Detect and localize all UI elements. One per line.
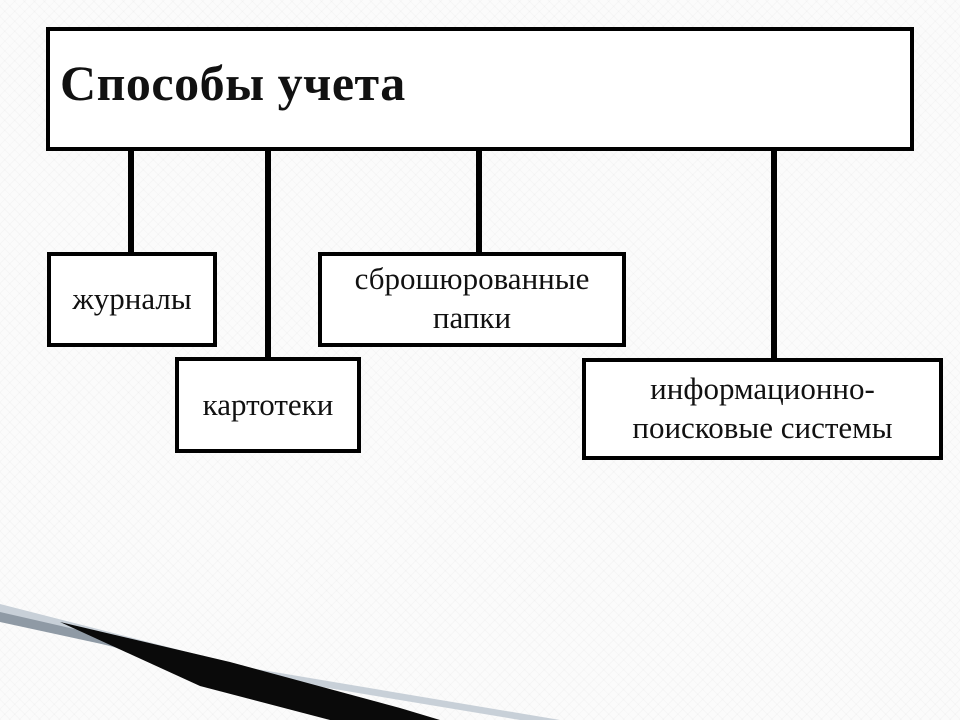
- node-journals: журналы: [47, 252, 217, 347]
- decorative-wedge-dark: [60, 622, 440, 720]
- node-cards-label: картотеки: [202, 386, 334, 422]
- node-cards: картотеки: [175, 357, 361, 453]
- node-folders: сброшюрованные папки: [318, 252, 626, 347]
- title-box: Способы учета: [46, 27, 914, 151]
- node-systems-label: информационно-поисковые системы: [632, 371, 893, 445]
- node-journals-label: журналы: [72, 281, 192, 317]
- node-systems: информационно-поисковые системы: [582, 358, 943, 460]
- node-folders-label: сброшюрованные папки: [354, 261, 590, 335]
- diagram-title: Способы учета: [60, 55, 406, 111]
